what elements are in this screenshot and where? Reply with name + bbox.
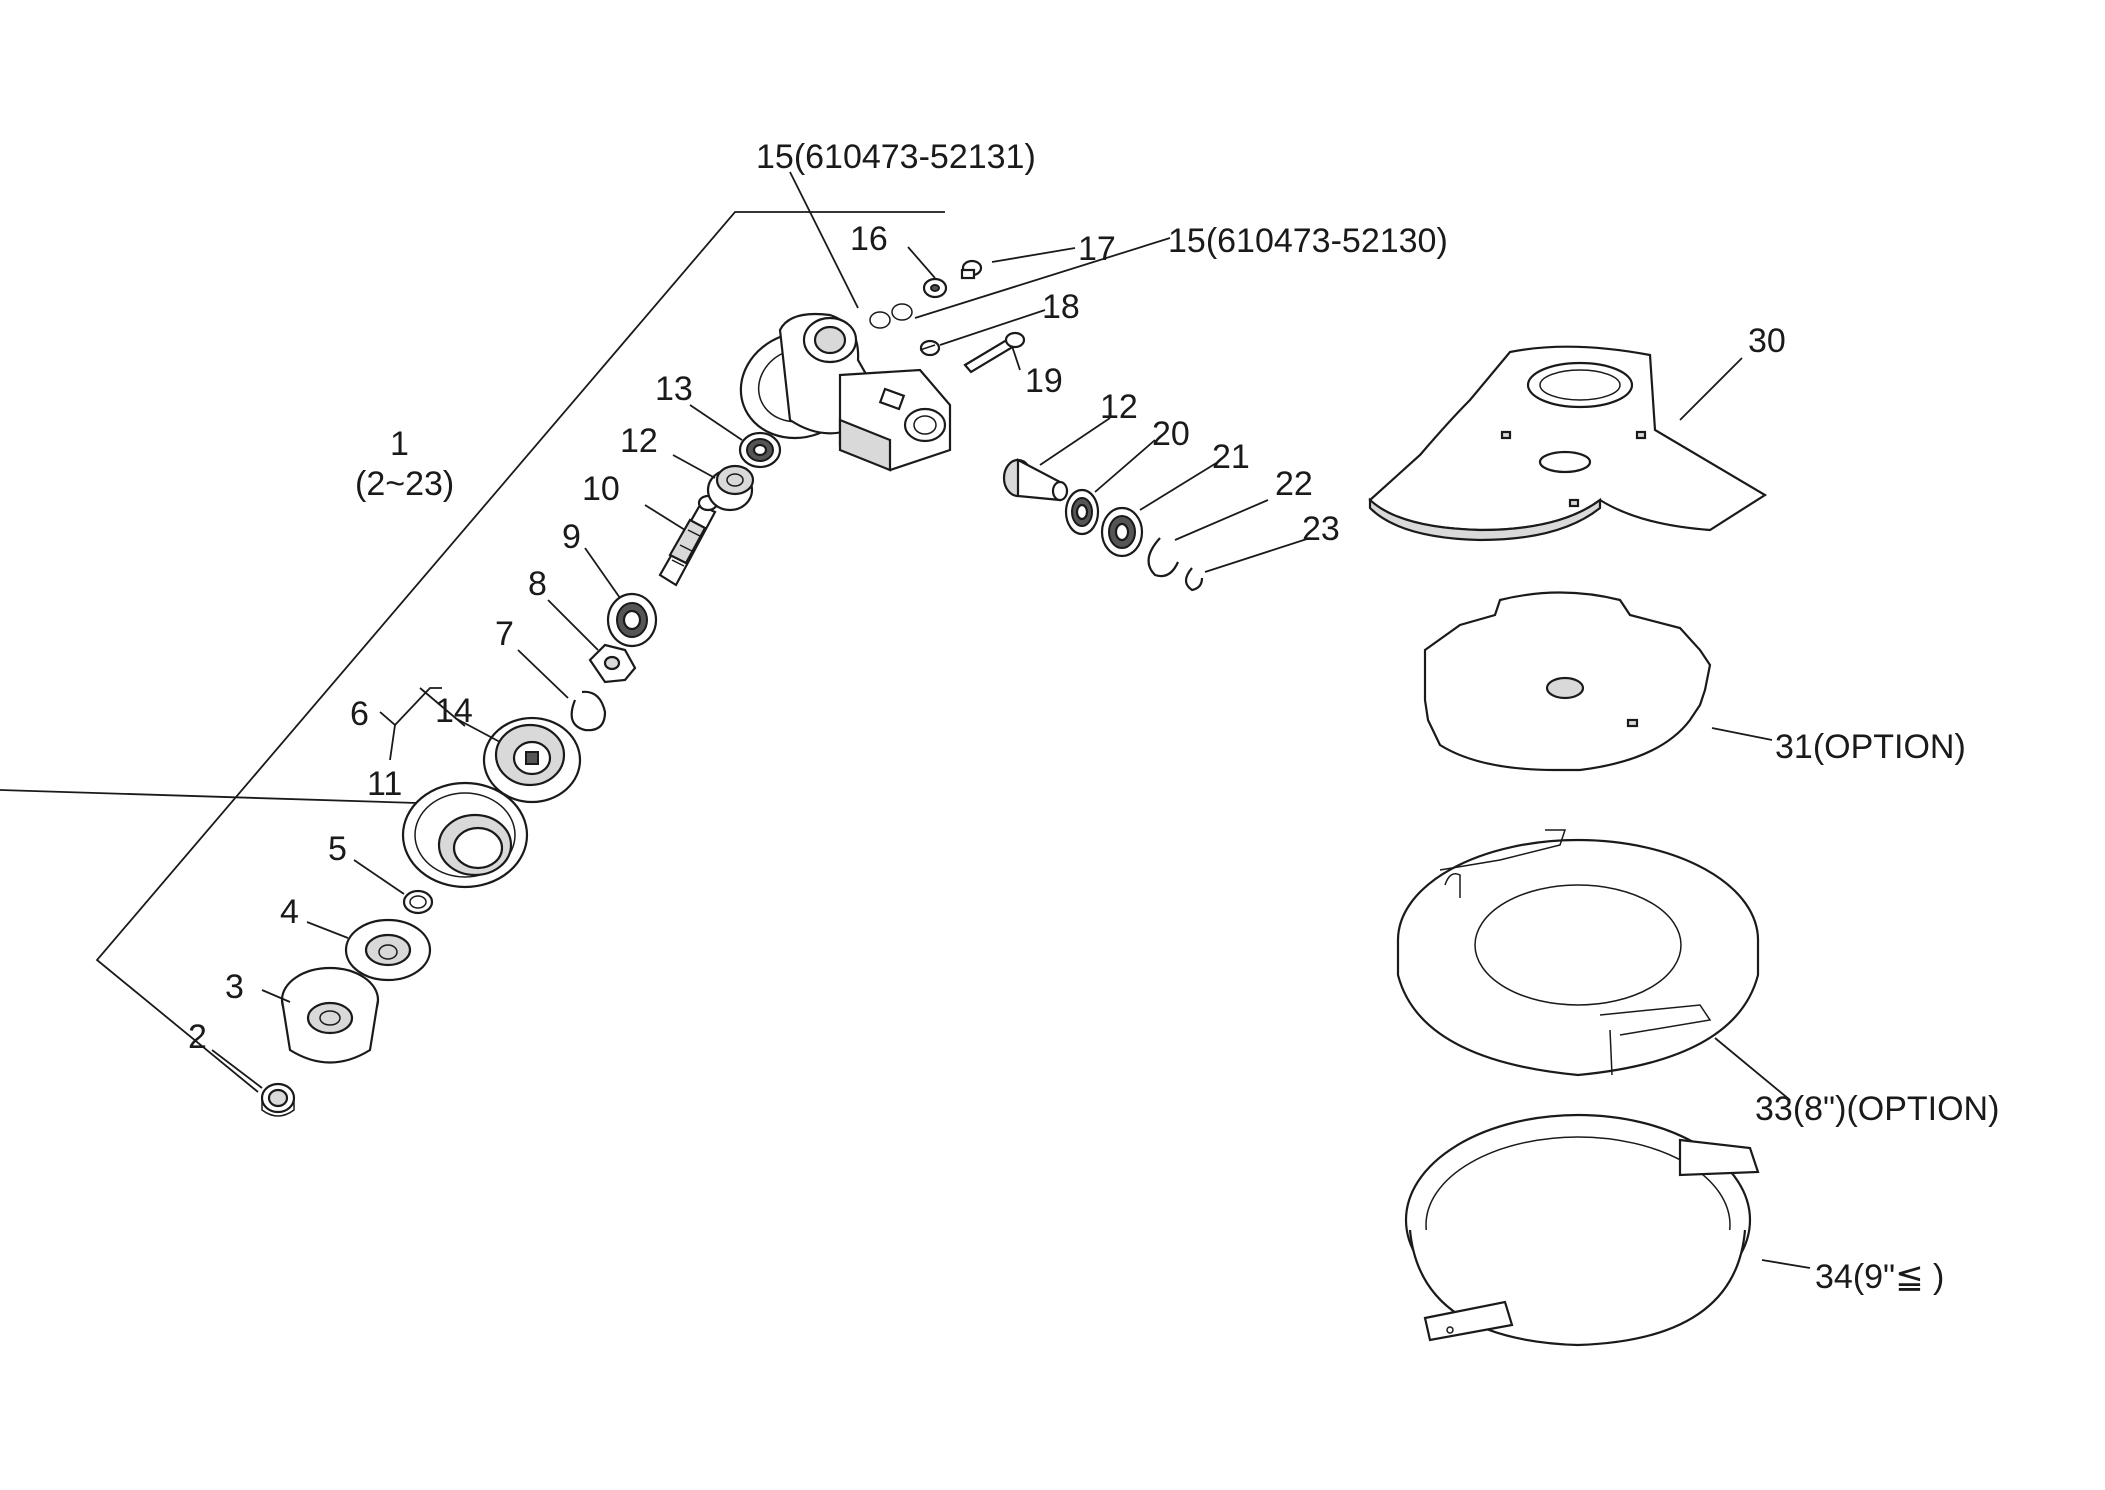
label-7: 7 [495, 615, 514, 653]
part-33-guard [1396, 829, 1760, 1077]
leader-lines [0, 171, 1811, 1269]
part-4-washer [344, 918, 432, 982]
part-9-bearing [606, 592, 658, 648]
label-2: 2 [188, 1018, 207, 1056]
part-3-cup [280, 966, 380, 1064]
label-31: 31(OPTION) [1775, 728, 1966, 766]
label-15-top: 15(610473-52131) [756, 138, 1036, 176]
part-11-seal [401, 781, 529, 889]
label-14: 14 [435, 692, 473, 730]
label-17: 17 [1078, 230, 1116, 268]
label-3: 3 [225, 968, 244, 1006]
label-1-range: (2~23) [355, 465, 454, 503]
label-5: 5 [328, 830, 347, 868]
label-33: 33(8")(OPTION) [1755, 1090, 1999, 1128]
callout-labels: 1 (2~23) 2 3 4 5 6 7 8 9 10 11 12 13 14 … [188, 138, 1999, 1296]
label-16: 16 [850, 220, 888, 258]
part-7-circlip [570, 690, 607, 732]
label-6: 6 [350, 695, 369, 733]
label-11: 11 [367, 765, 402, 803]
part-19-bolt [963, 331, 1026, 374]
label-12-right: 12 [1100, 388, 1138, 426]
part-17-screw [960, 259, 983, 280]
part-10-shaft [658, 494, 719, 587]
part-30-blade [1368, 345, 1768, 542]
label-18: 18 [1042, 288, 1080, 326]
label-23: 23 [1302, 510, 1340, 548]
gear-case-housing [739, 312, 952, 472]
part-16-washer [922, 277, 948, 299]
part-2-nut [260, 1082, 296, 1117]
part-23-snap-ring [1184, 567, 1204, 592]
label-15-right: 15(610473-52130) [1168, 222, 1448, 260]
label-30: 30 [1748, 322, 1786, 360]
part-22-snap-ring [1147, 537, 1180, 578]
label-34: 34(9"≦ ) [1815, 1258, 1944, 1296]
label-1: 1 [390, 425, 409, 463]
label-12-left: 12 [620, 422, 658, 460]
part-12-gear-shaft-right [1002, 458, 1069, 502]
label-8: 8 [528, 565, 547, 603]
label-20: 20 [1152, 415, 1190, 453]
label-13: 13 [655, 370, 693, 408]
part-13-bearing [738, 431, 782, 469]
part-21-bearing [1100, 506, 1144, 558]
label-10: 10 [582, 470, 620, 508]
part-31-blade [1423, 591, 1712, 772]
part-12-gear-left [706, 464, 755, 512]
label-21: 21 [1212, 438, 1250, 476]
part-8-plate [588, 643, 637, 684]
label-4: 4 [280, 893, 299, 931]
part-5-ring [402, 889, 434, 915]
label-22: 22 [1275, 465, 1313, 503]
part-18-screw [919, 339, 941, 357]
part-15-rings [869, 303, 913, 329]
part-34-guard [1404, 1113, 1760, 1347]
label-9: 9 [562, 518, 581, 556]
part-20-bearing [1064, 488, 1100, 536]
label-19: 19 [1025, 362, 1063, 400]
part-14-seal-cup [482, 716, 582, 804]
